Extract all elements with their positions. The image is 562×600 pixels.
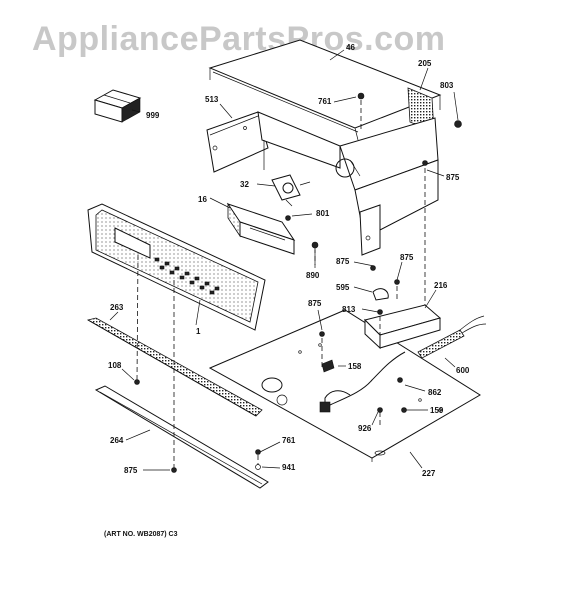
label-926: 926 [358,424,372,433]
part-595-clip [372,288,389,301]
label-600: 600 [456,366,470,375]
part-1-control-panel [87,203,266,331]
wire-harness [319,351,406,413]
part-600-harness [417,315,487,359]
art-number: (ART NO. WB2087) C3 [104,531,178,538]
label-875-right: 875 [446,173,460,182]
label-875-bottom: 875 [124,466,138,475]
label-205: 205 [418,59,432,68]
part-263-trim [86,317,263,417]
label-941: 941 [282,463,296,472]
part-32-bracket [271,174,311,207]
label-263: 263 [110,303,124,312]
part-158-clip [321,359,335,373]
label-227: 227 [422,469,436,478]
part-labels: 46 205 803 999 513 761 875 32 16 801 890… [108,43,470,478]
label-813: 813 [342,305,356,314]
leader-lines [109,49,459,471]
chassis-frame [257,111,439,256]
bottom-plate [208,309,481,462]
watermark-text: AppliancePartsPros.com [32,20,445,58]
label-159: 159 [430,406,444,415]
label-801: 801 [316,209,330,218]
part-16-control-module [226,202,296,255]
label-595: 595 [336,283,350,292]
label-862: 862 [428,388,442,397]
part-46-top-cover [208,39,442,141]
label-16: 16 [198,195,207,204]
part-513-side-panel [206,111,269,173]
part-264-strip [94,385,269,489]
label-875-mid: 875 [336,257,350,266]
label-761-top: 761 [318,97,332,106]
label-875-low: 875 [308,299,322,308]
part-216-relay-board [364,304,442,350]
label-108: 108 [108,361,122,370]
label-803: 803 [440,81,454,90]
label-216: 216 [434,281,448,290]
label-1: 1 [196,327,201,336]
label-46: 46 [346,43,355,52]
label-32: 32 [240,180,249,189]
label-513: 513 [205,95,219,104]
alignment-lines [136,100,426,468]
label-264: 264 [110,436,124,445]
label-761-bottom: 761 [282,436,296,445]
label-890: 890 [306,271,320,280]
label-999: 999 [146,111,160,120]
label-158: 158 [348,362,362,371]
part-999-box [93,89,142,123]
label-875-mid2: 875 [400,253,414,262]
